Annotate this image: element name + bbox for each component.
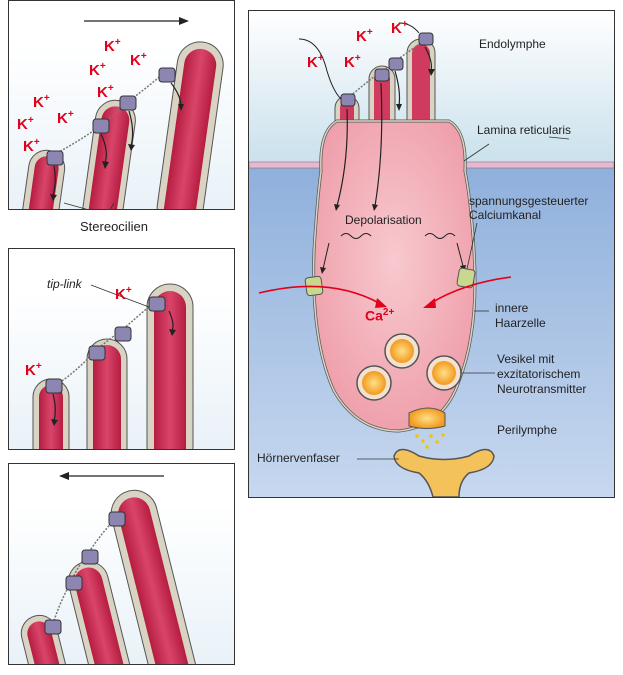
synapse-release bbox=[408, 407, 446, 429]
panel-stereocilia-inhibited bbox=[8, 463, 235, 665]
channel-icon bbox=[88, 345, 106, 361]
ion-label: K+ bbox=[115, 285, 132, 303]
tip-link-label: tip-link bbox=[47, 277, 82, 291]
channel-icon bbox=[65, 575, 83, 591]
calcium-influx-arrow-right bbox=[430, 276, 512, 304]
ion-label: K+ bbox=[344, 53, 361, 71]
stereocilia-drawing-1 bbox=[22, 17, 224, 209]
tip-link-chain bbox=[52, 518, 116, 625]
endolymphe-label: Endolymphe bbox=[479, 37, 546, 51]
lamina-reticularis-label: Lamina reticularis bbox=[477, 123, 572, 137]
ion-label: K+ bbox=[391, 19, 408, 37]
channel-icon bbox=[158, 67, 176, 83]
panel-hair-cell: K+ K+ K+ K+ Endolymphe Lamina reticulari… bbox=[248, 10, 615, 498]
ion-label: K+ bbox=[25, 361, 42, 379]
channel-icon bbox=[45, 378, 63, 394]
channel-icon bbox=[46, 150, 64, 166]
channel-icon bbox=[92, 118, 110, 134]
nerve-fiber bbox=[393, 448, 495, 497]
calcium-influx-arrow-left bbox=[258, 285, 380, 304]
calcium-channel-label-line1: spannungsgesteuerter bbox=[469, 194, 589, 208]
channel-icon bbox=[81, 549, 99, 565]
channel-icon bbox=[418, 32, 434, 46]
channel-icon bbox=[148, 296, 166, 312]
stereocilien-label: Stereocilien bbox=[80, 219, 148, 234]
channel-icon bbox=[108, 511, 126, 527]
stereocilia-drawing-2 bbox=[32, 283, 194, 449]
panel-stereocilia-deflected: K+ K+ K+ K+ K+ K+ K+ K+ bbox=[8, 0, 235, 210]
vesicle-label-line1: Vesikel mit bbox=[497, 352, 555, 366]
tip-link-chain bbox=[56, 72, 165, 154]
ion-label: K+ bbox=[17, 115, 34, 133]
ion-label: K+ bbox=[57, 109, 74, 127]
ion-label: K+ bbox=[104, 37, 121, 55]
calcium-channel-label-line2: Calciumkanal bbox=[469, 208, 542, 222]
channel-icon bbox=[388, 57, 404, 71]
ion-label: K+ bbox=[307, 53, 324, 71]
channel-icon bbox=[44, 619, 62, 635]
channel-icon bbox=[119, 95, 137, 111]
ion-label: K+ bbox=[23, 137, 40, 155]
ion-label: K+ bbox=[33, 93, 50, 111]
stereocilia-drawing-3 bbox=[20, 472, 198, 664]
ion-label: K+ bbox=[356, 27, 373, 45]
channel-icon bbox=[114, 326, 132, 342]
depolarisation-label: Depolarisation bbox=[345, 213, 422, 227]
ion-label: K+ bbox=[97, 83, 114, 101]
ion-label: K+ bbox=[130, 51, 147, 69]
hair-cell-label-line1: innere bbox=[495, 301, 529, 315]
vesicle-label-line2: exzitatorischem bbox=[497, 367, 581, 381]
hair-cell-label-line2: Haarzelle bbox=[495, 316, 546, 330]
panel-stereocilia-rest: tip-link K+ K+ bbox=[8, 248, 235, 450]
hoernervenfaser-label: Hörnervenfaser bbox=[257, 451, 340, 465]
channel-icon bbox=[374, 68, 390, 82]
perilymphe-label: Perilymphe bbox=[497, 423, 558, 437]
tip-link-chain bbox=[58, 304, 152, 384]
hair-cell-drawing bbox=[249, 11, 614, 497]
channel-icon bbox=[340, 93, 356, 107]
vesicle-label-line3: Neurotransmitter bbox=[497, 382, 587, 396]
calcium-label: Ca2+ bbox=[365, 307, 395, 324]
ion-label: K+ bbox=[89, 61, 106, 79]
